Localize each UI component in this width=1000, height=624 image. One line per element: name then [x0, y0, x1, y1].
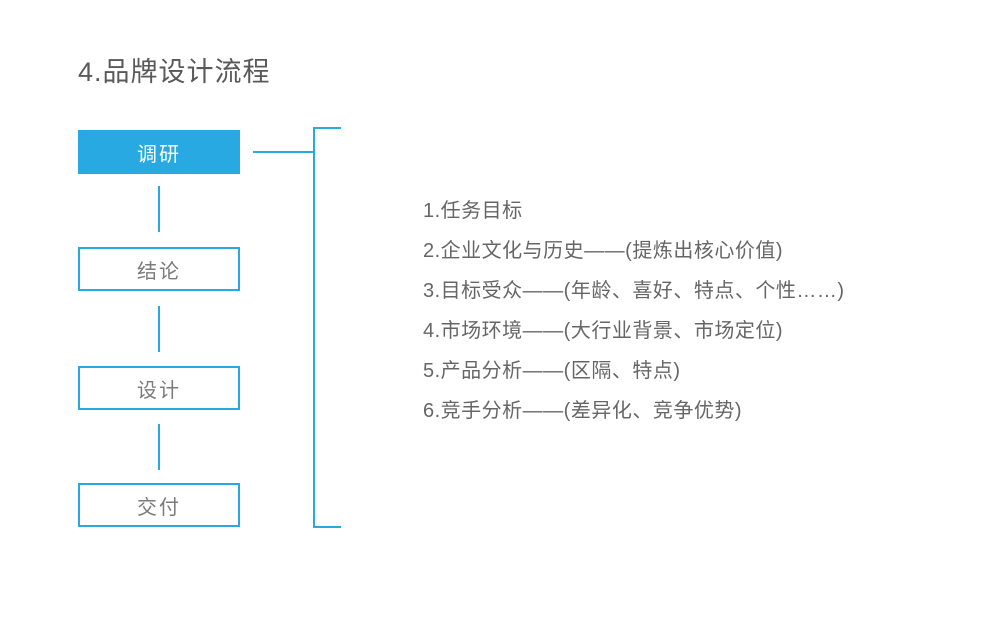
connector-line-3	[158, 424, 160, 470]
bracket-shape	[313, 127, 341, 528]
connector-line-2	[158, 306, 160, 352]
connector-line-1	[158, 186, 160, 232]
flow-step-delivery: 交付	[78, 483, 240, 527]
research-detail-list: 1.任务目标 2.企业文化与历史——(提炼出核心价值) 3.目标受众——(年龄、…	[423, 191, 845, 431]
flow-step-design: 设计	[78, 366, 240, 410]
connector-line-horizontal	[253, 151, 314, 153]
flow-step-research: 调研	[78, 130, 240, 174]
page-title: 4.品牌设计流程	[78, 57, 271, 87]
list-item: 3.目标受众——(年龄、喜好、特点、个性……)	[423, 280, 845, 302]
flow-step-conclusion: 结论	[78, 247, 240, 291]
flow-step-label: 交付	[137, 496, 181, 519]
list-item: 2.企业文化与历史——(提炼出核心价值)	[423, 240, 783, 262]
list-item: 1.任务目标	[423, 200, 523, 222]
list-item: 4.市场环境——(大行业背景、市场定位)	[423, 320, 783, 342]
flow-step-label: 结论	[137, 260, 181, 283]
flow-step-label: 设计	[137, 379, 181, 402]
list-item: 5.产品分析——(区隔、特点)	[423, 360, 681, 382]
flow-step-label: 调研	[137, 143, 181, 166]
list-item: 6.竞手分析——(差异化、竞争优势)	[423, 400, 742, 422]
